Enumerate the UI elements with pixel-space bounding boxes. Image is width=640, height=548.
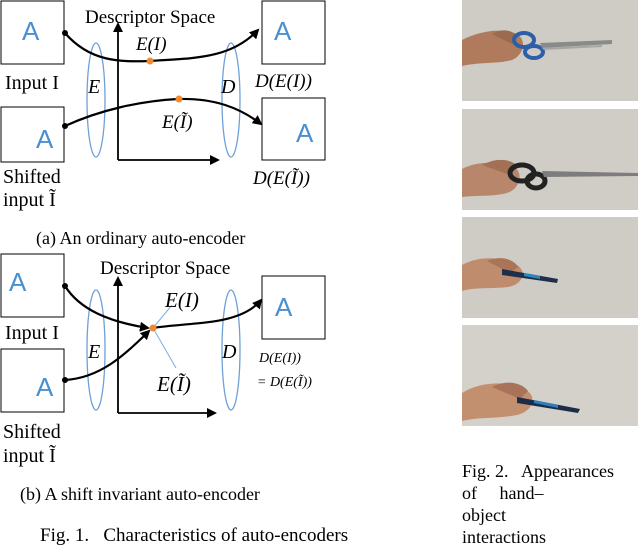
label-DEIt-b: = D(E(Ĩ)) <box>257 373 312 390</box>
label-E-b: E <box>87 341 100 363</box>
decoder-ellipse-b <box>221 289 241 411</box>
photo-scissors-2 <box>462 109 638 210</box>
output-shifted-image-glyph: A <box>296 118 314 148</box>
descriptor-space-label: Descriptor Space <box>85 7 215 28</box>
figure-2-caption-line-4: interactions <box>462 527 546 547</box>
figure-2-caption-line-2: of hand– <box>462 483 544 503</box>
decoder-ellipse <box>221 42 241 158</box>
output-image-box-b <box>261 275 326 340</box>
output-image-glyph: A <box>274 16 292 46</box>
flow-arrow-input-b <box>64 285 150 332</box>
figure-2-caption-line-1: Fig. 2. Appearances <box>462 461 614 481</box>
label-D: D <box>220 76 236 98</box>
panel-b: A A A Descriptor Space E(I) E(Ĩ) E D D(E… <box>0 253 326 505</box>
output-image-glyph-b: A <box>275 292 293 322</box>
flow-arrow-decode-b <box>152 298 263 330</box>
label-EI: E(I) <box>135 34 167 55</box>
shifted-input-label-line2: input Ĩ <box>3 187 56 211</box>
encoder-ellipse-b <box>86 289 106 411</box>
output-image-box <box>261 0 326 65</box>
label-EI-b: E(I) <box>164 288 199 312</box>
input-image-box <box>0 0 65 65</box>
figure-1-diagram: A A A A Descriptor Space E(I) E(Ĩ) E D D… <box>0 0 348 546</box>
shifted-image-box-b <box>0 348 65 413</box>
panel-a: A A A A Descriptor Space E(I) E(Ĩ) E D D… <box>0 0 326 249</box>
figure-1-caption: Fig. 1. Characteristics of auto-encoders <box>40 525 348 546</box>
label-DEI-b: D(E(I)) <box>258 351 301 366</box>
shifted-input-label-line2-b: input Ĩ <box>3 443 56 467</box>
label-D-b: D <box>221 341 237 363</box>
figure-2-caption-line-3: object <box>462 505 506 525</box>
figure-2-caption: Fig. 2. Appearances of hand– object inte… <box>462 460 638 548</box>
shifted-image-glyph-b: A <box>36 372 54 402</box>
encoded-point-b <box>149 324 157 332</box>
input-label: Input I <box>5 72 59 94</box>
encoder-ellipse <box>86 42 106 158</box>
caption-b: (b) A shift invariant auto-encoder <box>20 484 260 505</box>
input-image-box-b <box>0 253 65 318</box>
descriptor-space-label-b: Descriptor Space <box>100 258 230 279</box>
input-image-glyph: A <box>22 16 40 46</box>
output-shifted-image-box <box>261 97 326 161</box>
input-image-glyph-b: A <box>9 267 27 297</box>
label-DEIt: D(E(Ĩ)) <box>252 168 310 189</box>
caption-a: (a) An ordinary auto-encoder <box>36 228 245 249</box>
photo-knife <box>462 217 638 318</box>
shifted-image-box <box>0 106 65 163</box>
label-EIt: E(Ĩ) <box>161 112 193 133</box>
photo-hand-object <box>462 325 638 426</box>
shifted-input-label-line1-b: Shifted <box>3 421 61 443</box>
input-label-b: Input I <box>5 322 59 344</box>
encoded-point-EI <box>146 57 154 65</box>
encoded-point-EIt <box>175 95 183 103</box>
label-EIt-b: E(Ĩ) <box>156 372 191 396</box>
shifted-image-glyph: A <box>36 124 54 154</box>
label-E: E <box>87 76 100 98</box>
label-DEI: D(E(I)) <box>254 71 312 92</box>
photo-scissors-1 <box>462 0 638 101</box>
shifted-input-label-line1: Shifted <box>3 166 61 188</box>
flow-arrow-shifted-b <box>64 329 151 382</box>
